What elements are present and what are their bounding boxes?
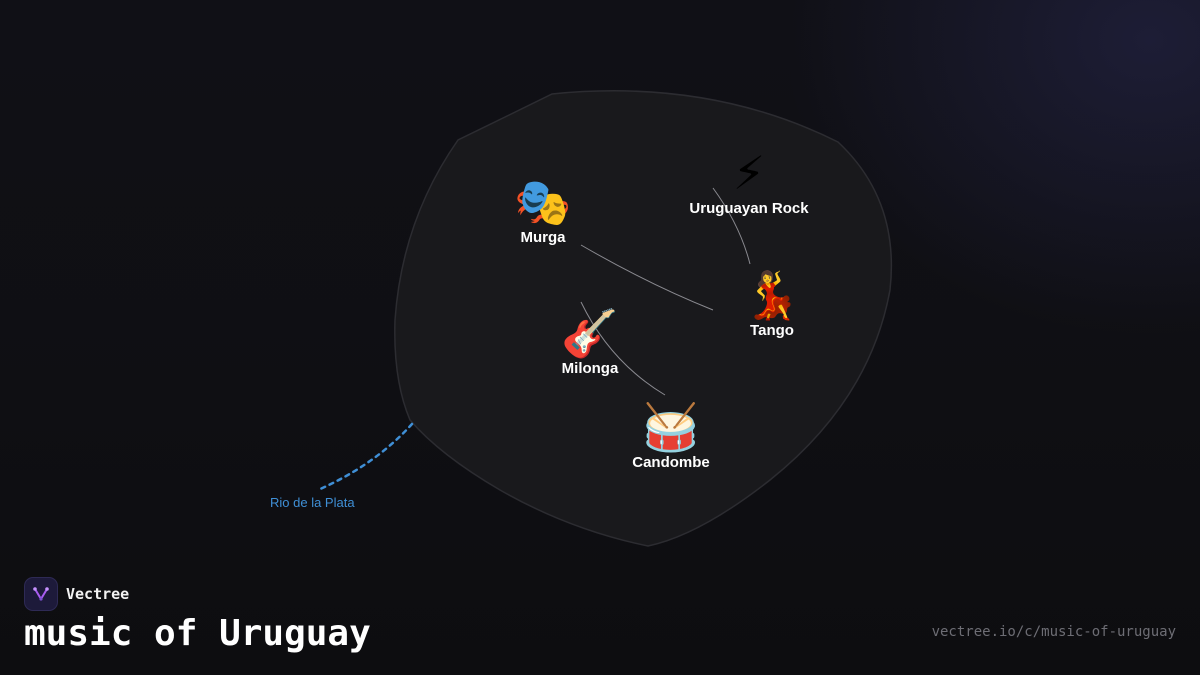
page-title: music of Uruguay bbox=[24, 613, 371, 654]
brand[interactable]: Vectree bbox=[24, 577, 129, 611]
genre-node-candombe[interactable]: 🥁 Candombe bbox=[632, 400, 710, 471]
lightning-icon: ⚡ bbox=[732, 146, 766, 200]
genre-label: Tango bbox=[750, 322, 794, 339]
guitar-icon: 🎸 bbox=[561, 306, 619, 360]
theater-masks-icon: 🎭 bbox=[514, 175, 572, 229]
genre-label: Uruguayan Rock bbox=[689, 200, 809, 217]
connection-milonga-candombe bbox=[580, 301, 666, 396]
river-path bbox=[316, 422, 414, 492]
dancer-icon: 💃 bbox=[743, 268, 801, 322]
genre-node-tango[interactable]: 💃 Tango bbox=[743, 268, 800, 339]
genre-label: Candombe bbox=[632, 454, 710, 471]
genre-node-murga[interactable]: 🎭 Murga bbox=[514, 175, 571, 246]
brand-name: Vectree bbox=[66, 585, 130, 603]
page-url[interactable]: vectree.io/c/music-of-uruguay bbox=[931, 624, 1176, 640]
genre-label: Murga bbox=[520, 229, 566, 246]
genre-node-uruguayan-rock[interactable]: ⚡ Uruguayan Rock bbox=[689, 146, 808, 217]
connection-rock-tango bbox=[712, 187, 751, 265]
vectree-logo-icon bbox=[24, 577, 58, 611]
country-outline bbox=[394, 90, 893, 547]
genre-node-milonga[interactable]: 🎸 Milonga bbox=[561, 306, 618, 377]
genre-label: Milonga bbox=[561, 360, 619, 377]
drum-icon: 🥁 bbox=[642, 400, 700, 454]
connection-murga-tango bbox=[580, 244, 714, 311]
river-label: Rio de la Plata bbox=[270, 495, 355, 510]
